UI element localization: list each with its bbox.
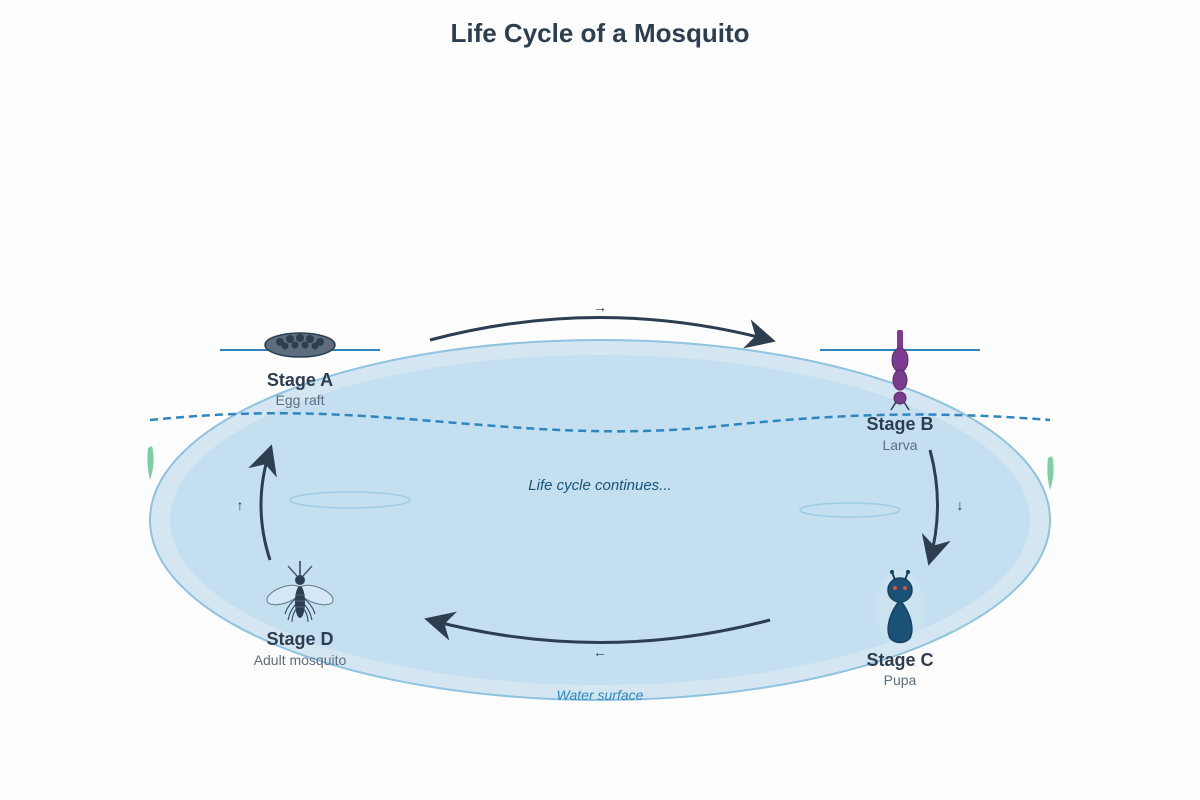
ripple xyxy=(799,502,901,518)
egg-raft-icon xyxy=(264,332,336,358)
arrow-a-to-b xyxy=(429,316,776,349)
ripple xyxy=(289,491,411,509)
arrow-label-c-to-d: ← xyxy=(593,644,607,660)
arrow-label-b-to-c: ↓ xyxy=(957,497,964,513)
pupa-icon xyxy=(875,570,925,646)
arrow-label-d-to-a: ↑ xyxy=(237,497,244,513)
adult-mosquito-icon xyxy=(266,561,334,623)
stage-b-desc: Larva xyxy=(882,437,917,453)
stage-a-desc: Egg raft xyxy=(275,392,324,408)
center-text: Life cycle continues... xyxy=(528,477,671,494)
water-surface-label: Water surface xyxy=(557,687,644,703)
plant-icon xyxy=(147,446,154,480)
arrow-c-to-d xyxy=(424,611,771,644)
stage-d-desc: Adult mosquito xyxy=(254,652,347,668)
stage-d-label: Stage D xyxy=(266,629,333,649)
diagram-title: Life Cycle of a Mosquito xyxy=(450,18,750,48)
stage-a-label: Stage A xyxy=(267,370,333,390)
arrow-d-to-a xyxy=(248,444,277,561)
pond-inner xyxy=(170,355,1030,685)
arrow-b-to-c xyxy=(921,449,951,566)
stage-b-label: Stage B xyxy=(866,414,933,434)
plant-icon xyxy=(1047,456,1054,490)
arrow-label-a-to-b: → xyxy=(593,299,607,315)
stage-c-desc: Pupa xyxy=(884,672,917,688)
water-surface-line xyxy=(149,411,1051,433)
larva-icon xyxy=(890,330,910,411)
stage-c-label: Stage C xyxy=(866,650,933,670)
